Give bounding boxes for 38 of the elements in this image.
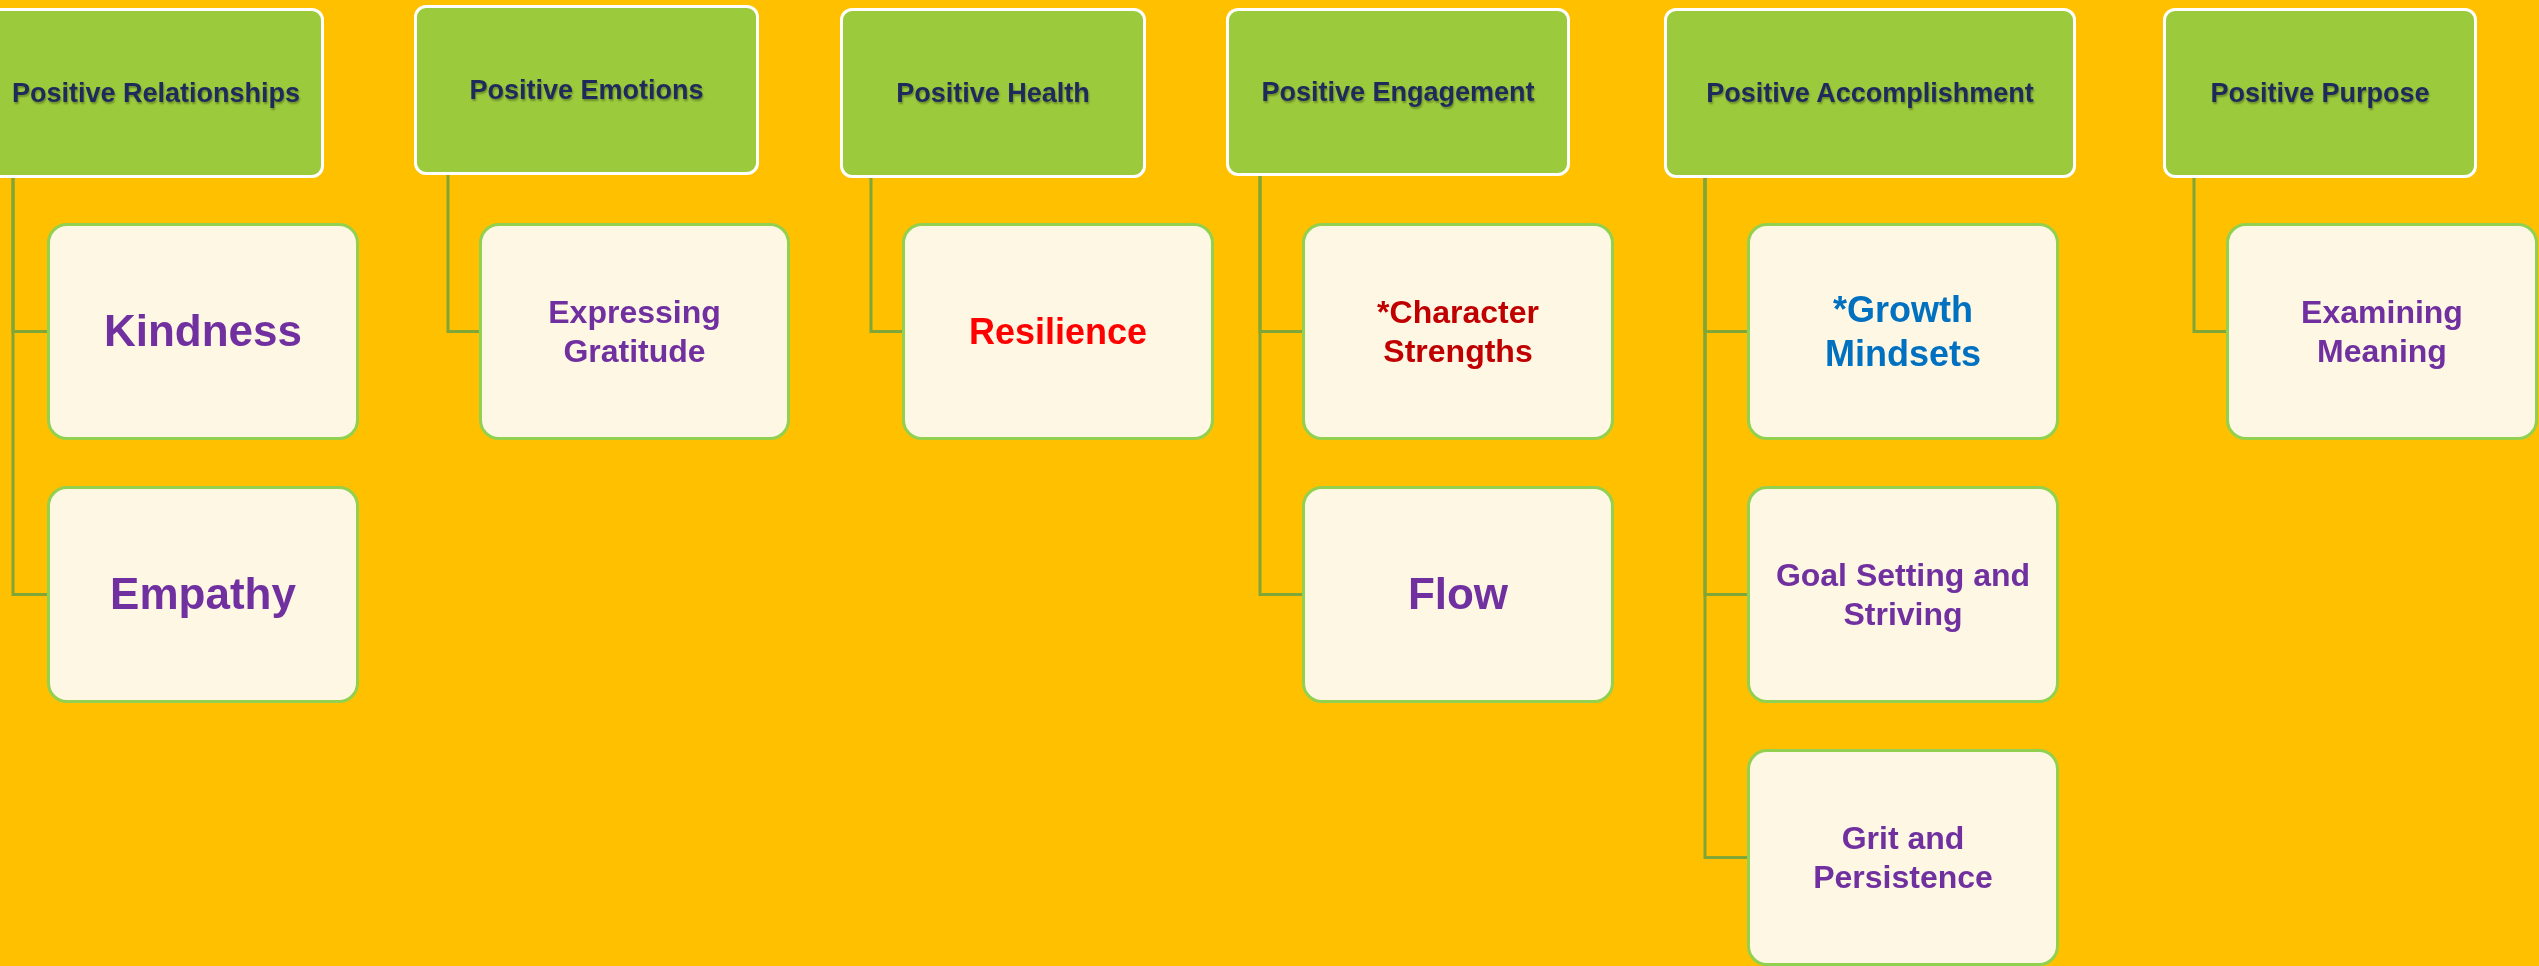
category-label: Positive Purpose [2210,77,2430,109]
topic-label: Flow [1407,568,1509,621]
topic-label: *Growth Mindsets [1824,288,1982,375]
category-box [1664,8,2076,178]
topic-label: *Character Strengths [1376,293,1540,370]
topic-box [1302,486,1614,703]
topic-label: Goal Setting and Striving [1774,556,2032,633]
category-label: Positive Engagement [1261,76,1535,108]
topic-label: Grit and Persistence [1812,819,1994,896]
topic-label: Kindness [103,305,302,358]
category-box [0,8,324,178]
connector-line [1258,176,1302,596]
connector-line [2192,178,2226,333]
topic-box [1747,486,2059,703]
topic-box [47,486,359,703]
category-label: Positive Health [896,77,1090,109]
category-box [1226,8,1570,176]
topic-box [47,223,359,440]
connector-line [1703,178,1747,859]
topic-box [1747,223,2059,440]
topic-label: Empathy [110,568,296,621]
topic-label: Expressing Gratitude [547,293,722,370]
topic-box [479,223,790,440]
category-box [2163,8,2477,178]
topic-label: Examining Meaning [2300,293,2464,370]
connector-line [11,178,47,596]
category-box [414,5,759,175]
topic-box [1302,223,1614,440]
category-box [840,8,1146,178]
topic-box [2226,223,2538,440]
topic-box [1747,749,2059,966]
category-label: Positive Accomplishment [1706,77,2034,109]
topic-label: Resilience [968,309,1148,354]
topic-box [902,223,1214,440]
connector-line [869,178,902,333]
connector-line [446,175,479,333]
category-label: Positive Emotions [469,74,704,106]
category-label: Positive Relationships [11,77,301,109]
